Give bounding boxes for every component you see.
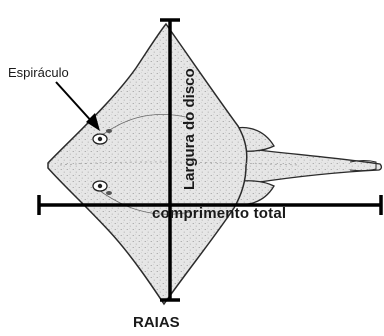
spiracle-pointer-line: [55, 81, 95, 125]
disc-contour-upper: [95, 114, 191, 141]
disc-width-label: Largura do disco: [181, 68, 198, 190]
spiracle-label: Espiráculo: [8, 65, 69, 80]
diagram-caption: RAIAS: [133, 314, 180, 331]
pupil-upper: [97, 136, 103, 142]
tail-tip: [349, 160, 377, 172]
total-length-label: comprimento total: [152, 205, 287, 222]
body-midline: [59, 161, 301, 166]
spiracle-pointer-head: [86, 113, 100, 131]
ray-tail: [239, 147, 383, 186]
disc-contour-lower: [95, 187, 191, 215]
spiracle-upper: [106, 129, 112, 133]
ray-disc: [47, 22, 248, 306]
spiracle-lower: [106, 191, 112, 195]
pupil-lower: [97, 183, 103, 189]
